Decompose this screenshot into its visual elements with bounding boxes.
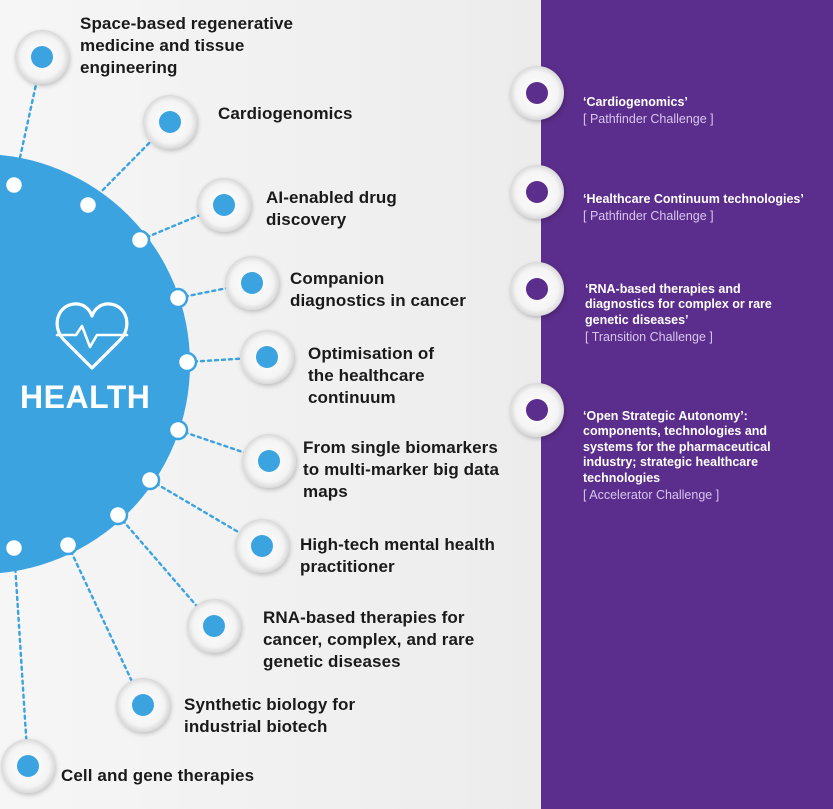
hub-anchor-regenerative	[3, 174, 25, 196]
challenge-node-3	[510, 262, 564, 316]
topic-label-companion: Companion diagnostics in cancer	[290, 269, 466, 310]
topic-nodes	[1, 30, 296, 793]
topic-label-healthcare-continuum: Optimisation of the healthcare continuum	[308, 344, 435, 407]
challenge-title: ‘Cardiogenomics’	[583, 94, 688, 109]
topic-label-biomarkers: From single biomarkers to multi-marker b…	[303, 438, 500, 501]
hub-anchor-healthcare-continuum	[176, 351, 198, 373]
topic-label-ai-drug: AI-enabled drug discovery	[266, 188, 397, 229]
topic-node-mental-health	[235, 519, 289, 573]
challenge-node-2	[510, 165, 564, 219]
connector-cell-gene	[12, 546, 30, 768]
topic-node-cell-gene	[1, 739, 55, 793]
connector-synthetic-biology	[66, 543, 145, 707]
hub-anchor-biomarkers	[167, 419, 189, 441]
topic-label-regenerative: Space-based regenerative medicine and ti…	[80, 14, 294, 77]
hub-anchor-rna-therapies	[107, 504, 129, 526]
node-dot	[17, 755, 39, 777]
challenge-healthcare-continuum: ‘Healthcare Continuum technologies’ [ Pa…	[583, 176, 804, 240]
node-dot	[31, 46, 53, 68]
node-dot	[256, 346, 278, 368]
topic-label-cell-gene: Cell and gene therapies	[61, 766, 255, 785]
hub-anchor-cell-gene	[3, 537, 25, 559]
hub-anchor-nodes	[3, 174, 198, 559]
challenge-nodes	[510, 66, 564, 437]
node-dot	[526, 399, 548, 421]
topic-label-mental-health: High-tech mental health practitioner	[300, 535, 495, 576]
node-dot	[526, 82, 548, 104]
challenge-tag: [ Pathfinder Challenge ]	[583, 209, 714, 223]
challenge-open-strategic-autonomy: ‘Open Strategic Autonomy’: components, t…	[583, 393, 771, 519]
node-dot	[241, 272, 263, 294]
topic-node-cardiogenomics	[143, 95, 197, 149]
hub-anchor-cardiogenomics	[77, 194, 99, 216]
topic-node-companion	[225, 256, 279, 310]
challenge-title: ‘Open Strategic Autonomy’: components, t…	[583, 408, 771, 485]
heart-pulse-icon	[55, 302, 129, 370]
node-dot	[132, 694, 154, 716]
hub-anchor-ai-drug	[129, 229, 151, 251]
challenge-tag: [ Pathfinder Challenge ]	[583, 112, 714, 126]
node-dot	[258, 450, 280, 472]
challenge-rna-therapies: ‘RNA-based therapies and diagnostics for…	[585, 266, 772, 361]
topic-node-ai-drug	[197, 178, 251, 232]
challenge-tag: [ Transition Challenge ]	[585, 330, 713, 344]
challenge-node-1	[510, 66, 564, 120]
hub-anchor-mental-health	[139, 469, 161, 491]
hub-label: HEALTH	[20, 379, 151, 415]
hub-anchor-synthetic-biology	[57, 534, 79, 556]
topic-node-rna-therapies	[187, 599, 241, 653]
topic-node-healthcare-continuum	[240, 330, 294, 384]
topic-node-regenerative	[15, 30, 69, 84]
node-dot	[251, 535, 273, 557]
topic-label-cardiogenomics: Cardiogenomics	[218, 104, 353, 123]
challenge-tag: [ Accelerator Challenge ]	[583, 488, 720, 502]
challenge-node-4	[510, 383, 564, 437]
node-dot	[159, 111, 181, 133]
challenge-cardiogenomics: ‘Cardiogenomics’ [ Pathfinder Challenge …	[583, 79, 714, 143]
challenge-title: ‘Healthcare Continuum technologies’	[583, 191, 804, 206]
challenges-panel	[541, 0, 833, 809]
topic-label-synthetic-biology: Synthetic biology for industrial biotech	[184, 695, 356, 736]
challenge-title: ‘RNA-based therapies and diagnostics for…	[585, 281, 772, 327]
node-dot	[213, 194, 235, 216]
hub-anchor-companion	[167, 287, 189, 309]
node-dot	[203, 615, 225, 637]
topic-node-biomarkers	[242, 434, 296, 488]
node-dot	[526, 181, 548, 203]
topic-label-rna-therapies: RNA-based therapies for cancer, complex,…	[263, 608, 475, 671]
topic-node-synthetic-biology	[116, 678, 170, 732]
node-dot	[526, 278, 548, 300]
